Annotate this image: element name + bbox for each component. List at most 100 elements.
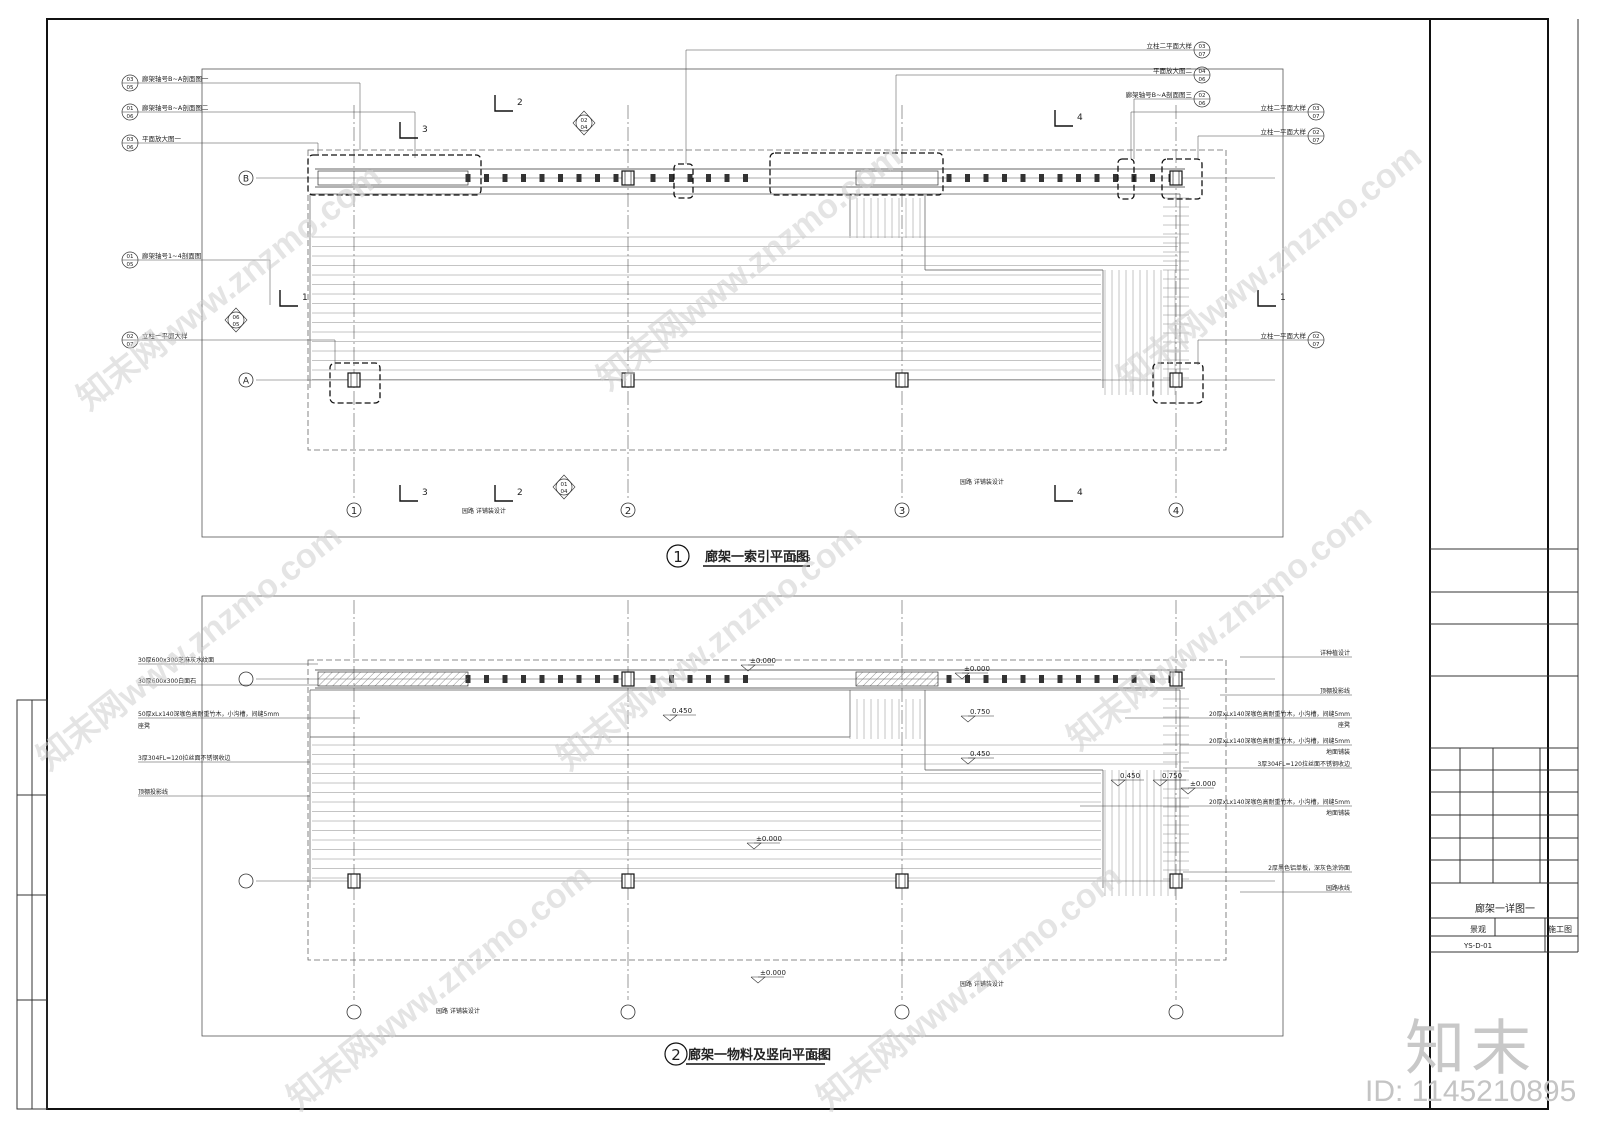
- column: [621, 372, 635, 388]
- rafter-block: [965, 675, 970, 683]
- rafter-block: [1020, 675, 1026, 683]
- rafter-block: [1150, 174, 1155, 182]
- section-number: 2: [517, 98, 523, 108]
- elevation-symbol: [1110, 779, 1126, 787]
- bench: [855, 170, 939, 186]
- material-label: 30厚600x300白面石: [138, 677, 196, 685]
- rafter-block: [706, 675, 711, 683]
- callout-sheet: 07: [1313, 114, 1320, 120]
- callout-code: 02: [127, 334, 134, 340]
- callout-code: 01: [127, 254, 134, 260]
- grid-bubble: [620, 1004, 636, 1020]
- material-label: 地面铺装: [1326, 748, 1350, 756]
- plan1-roof-projection: [307, 149, 1227, 451]
- plan2-material-labels: 30厚600x300芝麻灰水纹面 30厚600x300白面石 50厚xLx140深咖…: [138, 649, 1352, 893]
- callout-code: 03: [127, 77, 134, 83]
- elevation-value: ±0.000: [1190, 780, 1216, 788]
- direction-bubble: [555, 478, 573, 496]
- rafter-block: [743, 675, 748, 683]
- elevation-symbol: [1152, 779, 1168, 787]
- callout-leader: [895, 74, 1194, 153]
- callout-leader: [1197, 339, 1308, 365]
- plan2-scale: 1:25: [808, 1052, 826, 1061]
- callout-leader: [138, 259, 271, 305]
- section-number: 4: [1077, 488, 1083, 498]
- material-label: 30厚600x300芝麻灰水纹面: [138, 656, 214, 664]
- callout-text: 平面放大图二: [1153, 66, 1193, 75]
- tb-stage: 施工图: [1548, 924, 1572, 934]
- callout-text: 廊架轴号B~A剖面图一: [142, 74, 209, 83]
- direction-code: 02: [581, 118, 588, 124]
- callout-code: 02: [1313, 130, 1320, 136]
- rafter-block: [687, 174, 693, 182]
- material-label: 地面铺装: [1326, 809, 1350, 817]
- callout-code: 03: [127, 137, 134, 143]
- rafter-block: [1039, 675, 1044, 683]
- rafter-block: [1039, 174, 1044, 182]
- tb-discipline: 景观: [1470, 925, 1486, 934]
- elevation-symbol: [960, 715, 976, 723]
- material-label: 20厚xLx140深咖色高耐重竹木，小沟槽，间缝5mm: [1209, 737, 1350, 745]
- section-mark: [279, 290, 298, 307]
- section-mark: [399, 122, 418, 139]
- rafter-block: [1150, 675, 1155, 683]
- material-label: 20厚xLx140深咖色高耐重竹木，小沟槽，间缝5mm: [1209, 710, 1350, 718]
- rafter-block: [1057, 675, 1063, 683]
- plan1-columns: [347, 170, 1183, 388]
- section-number: 1: [302, 293, 308, 303]
- plan1-note-2: 园路 详铺装设计: [960, 478, 1004, 486]
- section-mark: [1054, 110, 1073, 127]
- elevation-value: ±0.000: [756, 835, 782, 843]
- bench: [317, 170, 469, 186]
- callout-leader: [1133, 98, 1194, 159]
- rafter-block: [576, 174, 582, 182]
- elevation-symbol: [746, 842, 762, 850]
- rafter-block: [1002, 174, 1007, 182]
- grid-bubble: [238, 170, 254, 186]
- elevation-symbol: [750, 976, 766, 984]
- plan1-title: 1 廊架一索引平面图 1:25: [666, 544, 811, 568]
- elevation-value: 0.750: [1162, 772, 1182, 780]
- left-binding-strip: [16, 699, 48, 1110]
- material-label: 2厚黑色铝单板，深灰色涂饰面: [1268, 864, 1350, 872]
- grid-bubble: [346, 1004, 362, 1020]
- title-block: [1430, 19, 1579, 953]
- direction-diamond: [224, 307, 248, 333]
- grid-label-col: 1: [351, 506, 357, 517]
- column: [1169, 170, 1183, 186]
- column: [621, 671, 635, 687]
- callout-code: 03: [1199, 44, 1206, 50]
- section-number: 3: [422, 125, 428, 135]
- elevation-value: 0.450: [1120, 772, 1140, 780]
- direction-bubble: [575, 114, 593, 132]
- plan2-roof-projection: [307, 659, 1227, 961]
- rafter-block: [484, 675, 489, 683]
- rafter-block: [595, 675, 600, 683]
- callout-text: 立柱二平面大样: [1261, 103, 1307, 112]
- section-number: 4: [1077, 113, 1083, 123]
- direction-bubble: [227, 311, 245, 329]
- column: [347, 372, 361, 388]
- material-label: 20厚xLx140深咖色高耐重竹木，小沟槽，间缝5mm: [1209, 798, 1350, 806]
- plan-2-material: 30厚600x300芝麻灰水纹面 30厚600x300白面石 50厚xLx140深咖…: [138, 595, 1352, 1066]
- callout-leader: [138, 339, 336, 370]
- plan1-note-1: 园路 详铺装设计: [462, 507, 506, 515]
- rafter-block: [1002, 675, 1007, 683]
- callout-code: 03: [1313, 106, 1320, 112]
- bench: [317, 671, 469, 687]
- material-label: 顶棚投影线: [138, 788, 168, 796]
- callout-text: 廊架轴号B~A剖面图二: [142, 103, 209, 112]
- callout-text: 廊架轴号1~4剖面图: [142, 251, 201, 260]
- callout-sheet: 07: [1313, 138, 1320, 144]
- elevation-symbol: [662, 714, 678, 722]
- material-label: 50厚xLx140深咖色高耐重竹木，小沟槽，间缝5mm: [138, 710, 279, 718]
- callout-sheet: 06: [127, 114, 134, 120]
- rafter-block: [558, 675, 563, 683]
- section-mark: [494, 95, 513, 112]
- rafter-block: [613, 174, 619, 182]
- plan1-title-text: 廊架一索引平面图: [705, 549, 809, 565]
